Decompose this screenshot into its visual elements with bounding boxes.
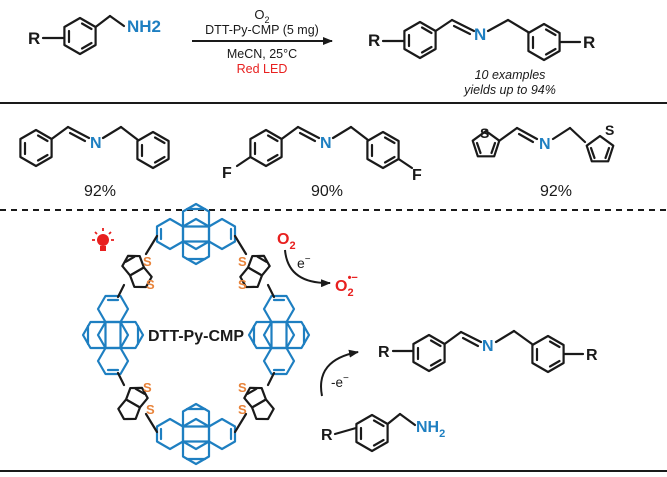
- product-imine: R N R: [368, 18, 595, 62]
- example-1-yield: 92%: [84, 183, 116, 200]
- mech-product-n: N: [482, 338, 494, 355]
- example-product-1: N 92%: [19, 125, 170, 200]
- electron-sup: −: [305, 254, 311, 265]
- mech-product-imine: R N R: [378, 329, 598, 374]
- example-2-f-left: F: [222, 165, 232, 182]
- polymer-label: DTT-Py-CMP: [148, 328, 244, 345]
- superoxide-sup: •−: [348, 272, 358, 284]
- product-r-right-label: R: [583, 33, 595, 52]
- electron-label: e: [297, 255, 305, 271]
- curved-arrow-icon: [284, 249, 331, 288]
- summary-yield: yields up to 94%: [463, 83, 556, 97]
- product-r-left-label: R: [368, 31, 380, 50]
- svg-text:O2: O2: [277, 231, 296, 252]
- minus-electron-label: -e: [331, 375, 343, 390]
- reaction-conditions: O2 DTT-Py-CMP (5 mg) MeCN, 25°C Red LED: [192, 7, 333, 76]
- amine-oxidation: -e− R NH2: [320, 349, 445, 453]
- minus-electron-sup: −: [343, 373, 349, 384]
- example-product-3: S N S 92%: [471, 122, 615, 200]
- polymer-s-8: S: [238, 402, 247, 417]
- catalyst-label: DTT-Py-CMP (5 mg): [205, 23, 319, 37]
- o2-label: O: [277, 231, 289, 248]
- example-3-yield: 92%: [540, 183, 572, 200]
- example-2-f-right: F: [412, 167, 422, 184]
- svg-text:O2•−: O2 •−: [335, 272, 358, 299]
- product-n-label: N: [474, 25, 486, 44]
- svg-text:NH2: NH2: [416, 419, 445, 440]
- example-2-yield: 90%: [311, 183, 343, 200]
- superoxide-sub: 2: [347, 287, 353, 299]
- polymer-s-7: S: [238, 380, 247, 395]
- oxidant-label: O: [254, 7, 264, 22]
- curved-arrow-icon: [320, 349, 359, 397]
- example-3-s-right: S: [605, 122, 614, 138]
- svg-text:e−: e−: [297, 254, 311, 271]
- example-1-n: N: [90, 135, 102, 152]
- reactant-amine-label: NH2: [127, 17, 161, 36]
- polymer-s-4: S: [238, 277, 247, 292]
- light-bulb-icon: [92, 228, 114, 251]
- light-label: Red LED: [237, 62, 288, 76]
- example-3-n: N: [539, 136, 551, 153]
- oxidant-sub: 2: [265, 15, 270, 25]
- polymer-framework: S S S S S S S S DTT-Py-CMP: [81, 202, 311, 466]
- polymer-s-3: S: [238, 254, 247, 269]
- solvent-temp-label: MeCN, 25°C: [227, 47, 297, 61]
- example-product-2: F N F 90%: [222, 125, 422, 200]
- summary-examples: 10 examples: [475, 68, 546, 82]
- mech-amine-sub: 2: [439, 428, 445, 440]
- mech-product-r-left: R: [378, 344, 390, 361]
- oxygen-reduction: O2 e− O2•−: [277, 231, 358, 299]
- mech-product-r-right: R: [586, 347, 598, 364]
- example-3-s-left: S: [480, 125, 489, 141]
- mech-amine-label: NH: [416, 419, 439, 436]
- example-2-n: N: [320, 135, 332, 152]
- polymer-s-2: S: [146, 277, 155, 292]
- polymer-s-6: S: [146, 402, 155, 417]
- polymer-s-5: S: [143, 380, 152, 395]
- superoxide-label: O: [335, 278, 347, 295]
- polymer-s-1: S: [143, 254, 152, 269]
- reactant-r-label: R: [28, 29, 40, 48]
- o2-sub: 2: [289, 240, 295, 252]
- svg-text:O2: O2: [254, 7, 269, 25]
- mech-amine-r: R: [321, 427, 333, 444]
- reactant-benzylamine: R NH2: [28, 14, 161, 56]
- svg-text:-e−: -e−: [331, 373, 349, 390]
